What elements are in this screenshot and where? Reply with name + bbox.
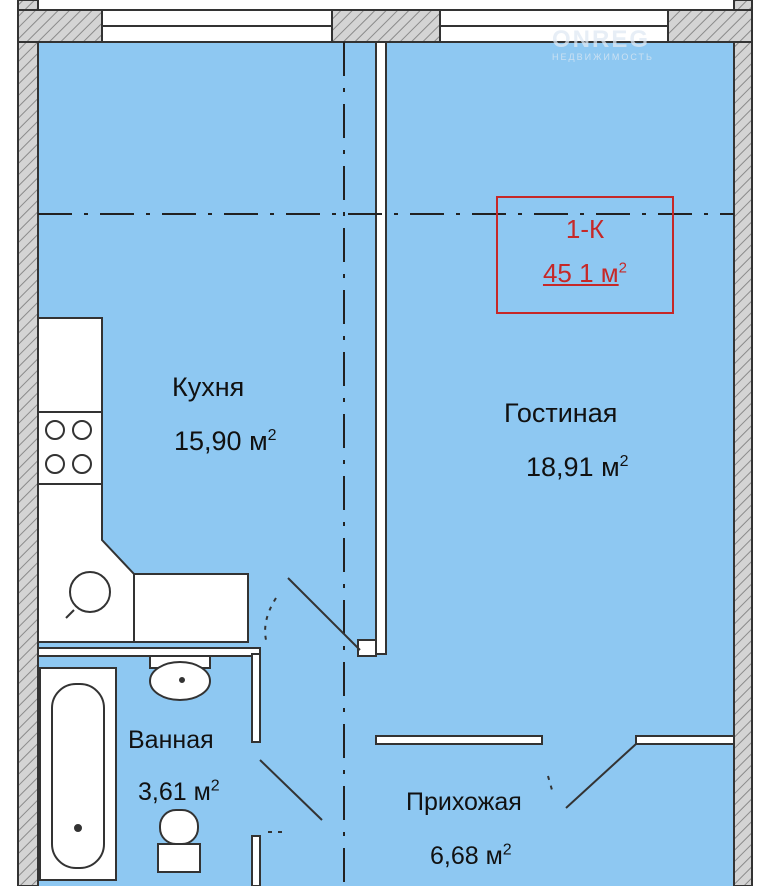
door-bath <box>259 759 323 833</box>
sink-icon <box>65 571 111 619</box>
interior-walls <box>37 41 735 886</box>
wall-top-mid <box>331 9 441 43</box>
washbasin-icon <box>149 655 211 701</box>
living-area: 18,91 м2 <box>526 452 629 483</box>
watermark-subtitle: НЕДВИЖИМОСТЬ <box>552 52 654 62</box>
window-living <box>439 9 669 43</box>
toilet-icon <box>157 809 201 873</box>
living-area-value: 18,91 м <box>526 452 620 482</box>
wall-top-left <box>17 9 103 43</box>
wall-top-right <box>667 9 753 43</box>
door-living-hall <box>547 743 637 809</box>
hall-area-value: 6,68 м <box>430 842 503 870</box>
kitchen-area: 15,90 м2 <box>174 426 277 457</box>
bath-name: Ванная <box>128 726 214 754</box>
hall-area-sup: 2 <box>502 841 512 859</box>
living-name: Гостиная <box>504 398 618 428</box>
living-floor <box>386 42 734 737</box>
stamp-area-value: 45 1 м <box>542 258 619 288</box>
bath-area: 3,61 м2 <box>138 778 220 807</box>
wall-right <box>733 0 753 886</box>
watermark: ONREG НЕДВИЖИМОСТЬ <box>552 26 654 62</box>
stove-icon <box>45 420 92 474</box>
stamp-area-sup: 2 <box>618 259 628 277</box>
wall-left <box>17 0 39 886</box>
hall-floor <box>260 654 734 886</box>
bathtub-icon <box>39 667 117 881</box>
stamp-area: 45 1 м2 <box>498 258 672 289</box>
bath-area-sup: 2 <box>210 777 220 795</box>
window-kitchen <box>101 9 333 43</box>
bath-area-value: 3,61 м <box>138 778 211 806</box>
kitchen-name: Кухня <box>172 372 245 402</box>
kitchen-area-value: 15,90 м <box>174 426 268 456</box>
kitchen-counter <box>37 317 249 643</box>
watermark-brand: ONREG <box>552 26 651 53</box>
axis-lines <box>38 42 734 886</box>
kitchen-area-sup: 2 <box>267 427 277 444</box>
door-kitchen-hall <box>264 577 361 651</box>
hall-name: Прихожая <box>406 788 522 816</box>
stamp-type: 1-К <box>565 214 605 244</box>
apartment-stamp: 1-К 45 1 м2 <box>496 196 674 314</box>
living-area-sup: 2 <box>619 453 629 470</box>
hall-area: 6,68 м2 <box>430 842 512 871</box>
